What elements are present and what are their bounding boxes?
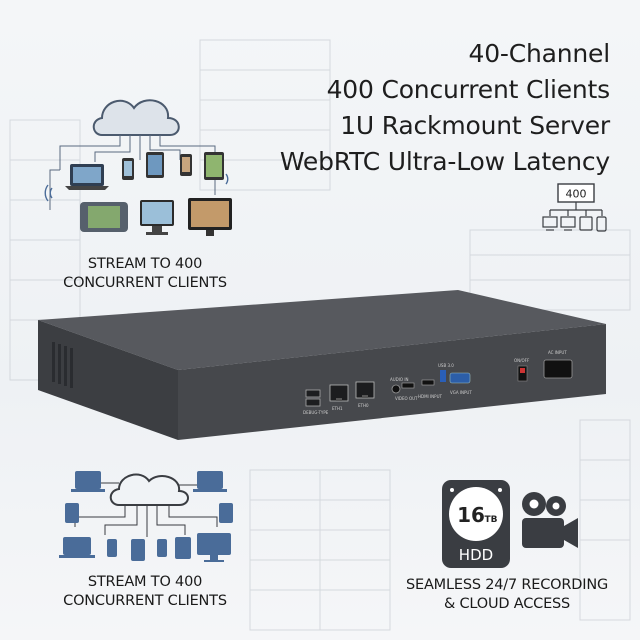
- laptop-icon: [59, 537, 95, 558]
- svg-text:AUDIO IN: AUDIO IN: [390, 377, 409, 382]
- network-distribution-illustration: [59, 471, 233, 562]
- tv-icon: [188, 198, 232, 236]
- handheld-console-icon: [80, 202, 128, 232]
- phone-icon: [122, 158, 134, 180]
- laptop-icon: [65, 164, 109, 190]
- tablet-icon: [175, 537, 191, 559]
- audio-jack: [391, 384, 401, 394]
- laptop-icon: [193, 471, 227, 492]
- monitor-icon: [197, 533, 231, 562]
- tablet-icon: [131, 539, 145, 561]
- svg-text:DEBUG-TYPE: DEBUG-TYPE: [303, 410, 329, 415]
- headline: 40-Channel 400 Concurrent Clients 1U Rac…: [280, 36, 610, 180]
- usb-port-pair: [305, 389, 321, 407]
- tablet-icon: [65, 503, 79, 523]
- phone-icon: [180, 154, 192, 176]
- hdd-label: HDD: [459, 546, 493, 564]
- hdd-icon: 16 TB HDD: [442, 480, 510, 568]
- feature-caption-streaming-bottom: STREAM TO 400 CONCURRENT CLIENTS: [63, 574, 227, 609]
- usb3-port: [440, 370, 446, 382]
- wifi-icon: [44, 173, 229, 202]
- ethernet-port-eth0: [355, 381, 375, 399]
- rackmount-server-device: DEBUG-TYPE ETH1 ETH0 AUDIO IN VIDEO OUT …: [38, 290, 606, 440]
- hdmi-output-port: [401, 382, 415, 389]
- phone-icon: [107, 539, 117, 557]
- cloud-icon: [109, 473, 189, 506]
- tablet-icon: [219, 503, 233, 523]
- headline-clients: 400 Concurrent Clients: [326, 75, 611, 104]
- svg-text:VGA INPUT: VGA INPUT: [450, 390, 472, 395]
- headline-rackmount: 1U Rackmount Server: [340, 111, 610, 140]
- video-camera-icon: [522, 492, 578, 548]
- svg-text:VIDEO OUT: VIDEO OUT: [395, 396, 418, 401]
- phone-icon: [157, 539, 167, 557]
- tablet-icon: [146, 152, 164, 178]
- svg-text:ETH0: ETH0: [358, 403, 369, 408]
- ethernet-port-eth1: [329, 384, 349, 402]
- client-count: 400: [566, 188, 587, 201]
- feature-caption-recording: SEAMLESS 24/7 RECORDING & CLOUD ACCESS: [406, 577, 608, 612]
- cloud-icon: [92, 99, 180, 136]
- cloud-devices-illustration: [44, 99, 232, 236]
- tablet-icon: [204, 152, 224, 180]
- power-inlet: [543, 359, 573, 379]
- svg-text:HDMI INPUT: HDMI INPUT: [418, 394, 443, 399]
- vga-port: [449, 372, 471, 384]
- headline-webrtc: WebRTC Ultra-Low Latency: [279, 147, 610, 176]
- power-switch: [517, 365, 528, 382]
- svg-text:AC INPUT: AC INPUT: [548, 350, 567, 355]
- hdd-unit: TB: [485, 515, 498, 525]
- laptop-icon: [71, 471, 105, 492]
- hdd-capacity: 16: [457, 503, 485, 527]
- svg-text:ON/OFF: ON/OFF: [514, 358, 530, 363]
- headline-channels: 40-Channel: [468, 39, 611, 68]
- feature-caption-streaming-top: STREAM TO 400 CONCURRENT CLIENTS: [63, 256, 227, 291]
- svg-text:USB 3.0: USB 3.0: [438, 363, 454, 368]
- client-distribution-icon: 400: [542, 183, 607, 232]
- monitor-icon: [140, 200, 174, 235]
- svg-text:ETH1: ETH1: [332, 406, 343, 411]
- hdmi-input-port: [421, 379, 435, 386]
